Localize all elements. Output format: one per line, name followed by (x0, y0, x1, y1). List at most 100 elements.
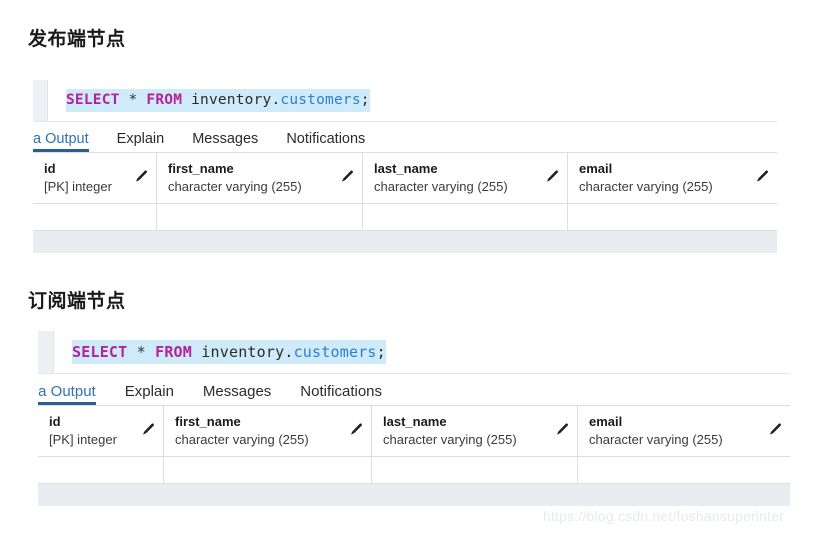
sql-dot: . (284, 342, 294, 361)
sql-semicolon: ; (376, 342, 386, 361)
table-cell-id[interactable] (33, 204, 157, 231)
editor-gutter (33, 80, 48, 121)
pencil-icon[interactable] (754, 169, 769, 184)
column-name: email (589, 414, 623, 429)
column-type: character varying (255) (589, 432, 723, 447)
tab-label: Notifications (286, 130, 366, 147)
sql-star: * (136, 342, 146, 361)
grid-header-row: id [PK] integer first_name character var… (33, 153, 777, 204)
results-grid-publisher[interactable]: id [PK] integer first_name character var… (33, 152, 777, 253)
output-tabs-publisher[interactable]: ta Output Explain Messages Notifications (33, 122, 777, 152)
column-header-email[interactable]: email character varying (255) (578, 406, 790, 456)
sql-space-2 (146, 343, 155, 361)
pencil-icon[interactable] (544, 169, 559, 184)
sql-space-1 (127, 343, 136, 361)
table-row[interactable] (33, 204, 777, 231)
column-header-text: id [PK] integer (44, 160, 112, 196)
column-header-first-name[interactable]: first_name character varying (255) (164, 406, 372, 456)
tab-explain[interactable]: Explain (116, 130, 165, 153)
column-header-email[interactable]: email character varying (255) (568, 153, 777, 203)
tab-data-output[interactable]: ta Output (33, 130, 89, 153)
tab-notifications[interactable]: Notifications (286, 130, 366, 153)
sql-editor-subscriber[interactable]: SELECT * FROM inventory.customers; (38, 331, 790, 374)
tab-label: Explain (124, 383, 174, 400)
tab-label: Messages (202, 383, 272, 400)
table-cell-last-name[interactable] (372, 457, 578, 484)
column-type: character varying (255) (579, 179, 713, 194)
tab-data-output[interactable]: ta Output (38, 384, 96, 405)
column-type: [PK] integer (49, 432, 117, 447)
pencil-icon[interactable] (348, 422, 363, 437)
sql-editor-publisher[interactable]: SELECT * FROM inventory.customers; (33, 80, 777, 122)
sql-statement[interactable]: SELECT * FROM inventory.customers; (72, 339, 386, 365)
pencil-icon[interactable] (339, 169, 354, 184)
sql-line[interactable]: SELECT * FROM inventory.customers; (54, 331, 790, 373)
column-header-text: last_name character varying (255) (383, 413, 517, 449)
pgadmin-panel-subscriber: SELECT * FROM inventory.customers; ta Ou… (38, 331, 790, 506)
table-cell-last-name[interactable] (363, 204, 568, 231)
column-header-first-name[interactable]: first_name character varying (255) (157, 153, 363, 203)
tab-label: Messages (192, 130, 259, 147)
table-cell-email[interactable] (578, 457, 790, 484)
sql-keyword-select: SELECT (66, 91, 120, 108)
column-name: id (44, 161, 56, 176)
sql-keyword-from: FROM (155, 342, 193, 361)
tab-label: ta Output (33, 130, 89, 147)
sql-keyword-from: FROM (146, 91, 183, 108)
sql-semicolon: ; (360, 91, 370, 108)
tab-messages[interactable]: Messages (203, 384, 271, 405)
grid-header-row: id [PK] integer first_name character var… (38, 406, 790, 457)
pencil-icon[interactable] (554, 422, 569, 437)
sql-dot: . (271, 91, 281, 108)
sql-space-3 (192, 343, 201, 361)
tab-label: Notifications (300, 383, 382, 400)
sql-table: customers (280, 91, 361, 108)
column-header-id[interactable]: id [PK] integer (38, 406, 164, 456)
editor-gutter (38, 331, 54, 373)
grid-footer-bar (33, 231, 777, 253)
column-header-text: id [PK] integer (49, 413, 117, 449)
output-tabs-subscriber[interactable]: ta Output Explain Messages Notifications (38, 374, 790, 405)
sql-line[interactable]: SELECT * FROM inventory.customers; (48, 80, 777, 121)
column-header-text: first_name character varying (255) (168, 160, 302, 196)
table-cell-id[interactable] (38, 457, 164, 484)
pencil-icon[interactable] (767, 422, 782, 437)
tab-notifications[interactable]: Notifications (300, 384, 382, 405)
column-type: [PK] integer (44, 179, 112, 194)
table-cell-first-name[interactable] (164, 457, 372, 484)
section-publisher-heading: 发布端节点 (28, 29, 126, 50)
tab-explain[interactable]: Explain (125, 384, 174, 405)
pencil-icon[interactable] (140, 422, 155, 437)
table-row[interactable] (38, 457, 790, 484)
table-cell-email[interactable] (568, 204, 777, 231)
sql-space-1 (120, 92, 129, 108)
results-grid-subscriber[interactable]: id [PK] integer first_name character var… (38, 405, 790, 506)
column-name: first_name (175, 414, 241, 429)
sql-table: customers (293, 342, 377, 361)
column-header-text: email character varying (255) (589, 413, 723, 449)
column-name: id (49, 414, 61, 429)
column-header-text: email character varying (255) (579, 160, 713, 196)
column-name: last_name (383, 414, 447, 429)
sql-space-3 (182, 92, 191, 108)
column-type: character varying (255) (374, 179, 508, 194)
pencil-icon[interactable] (133, 169, 148, 184)
tab-label: ta Output (38, 383, 96, 400)
column-name: first_name (168, 161, 234, 176)
sql-schema: inventory (191, 91, 272, 108)
sql-keyword-select: SELECT (72, 342, 128, 361)
tab-messages[interactable]: Messages (192, 130, 259, 153)
column-type: character varying (255) (175, 432, 309, 447)
sql-star: * (128, 91, 138, 108)
tab-label: Explain (116, 130, 165, 147)
column-header-last-name[interactable]: last_name character varying (255) (372, 406, 578, 456)
table-cell-first-name[interactable] (157, 204, 363, 231)
column-name: last_name (374, 161, 438, 176)
column-header-last-name[interactable]: last_name character varying (255) (363, 153, 568, 203)
sql-schema: inventory (201, 342, 285, 361)
column-type: character varying (255) (383, 432, 517, 447)
column-header-text: last_name character varying (255) (374, 160, 508, 196)
sql-statement[interactable]: SELECT * FROM inventory.customers; (66, 88, 370, 113)
column-header-id[interactable]: id [PK] integer (33, 153, 157, 203)
